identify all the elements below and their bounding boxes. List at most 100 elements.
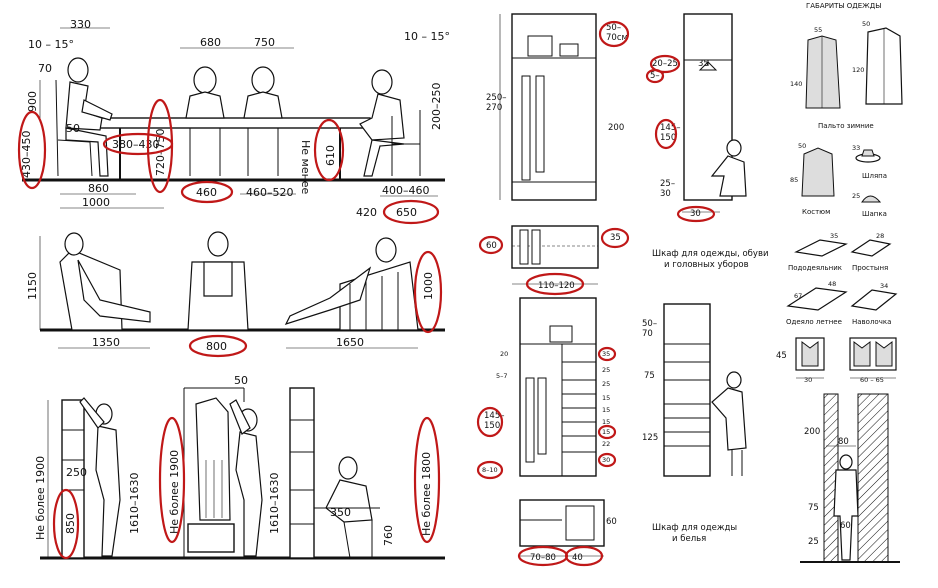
c-dim-20: 20 [500, 350, 508, 358]
label-suit: Костюм [802, 208, 830, 216]
armchair-section: 1150 1350 800 1650 1000 [26, 231, 445, 358]
label-not-less: Не менее [299, 140, 312, 195]
w-dim-50-70-a: 50– [606, 23, 621, 33]
highlight-max-1800 [413, 416, 441, 544]
dim-200-250: 200–250 [430, 83, 443, 131]
dim-750: 750 [254, 36, 275, 49]
w-highlight-145-150 [654, 118, 678, 150]
dim-1350: 1350 [92, 336, 120, 349]
g-dim-33: 33 [852, 144, 860, 152]
folded-shirt-double [849, 337, 897, 371]
seated-person-center-2 [243, 66, 283, 176]
wardrobe-shoes-title-2: и головных уборов [664, 260, 749, 270]
c-dim-40: 40 [572, 553, 583, 563]
c-dim-145-150-b: 150 [484, 421, 500, 431]
label-pillowcase: Наволочка [852, 318, 891, 326]
c-highlight-30 [597, 452, 617, 468]
bookcase-desk [289, 387, 380, 559]
wardrobe-linen-title: Шкаф для одежды [652, 523, 737, 533]
c-highlight-145-150 [476, 406, 504, 438]
armchair-person-center [187, 231, 249, 331]
storage-section: Не более 1900 250 850 1610–1630 Не более… [34, 374, 445, 560]
dining-table-section: 330 10 – 15° 70 900 50 430–450 380–430 7… [17, 18, 450, 225]
c-dim-5-7: 5–7 [496, 372, 508, 380]
suit [801, 147, 835, 197]
g-dim-45: 45 [776, 351, 787, 361]
c-dim-70-80: 70–80 [530, 553, 556, 563]
dim-380-430: 380–430 [112, 138, 160, 151]
dim-460-520: 460–520 [246, 186, 294, 199]
dim-430-450: 430–450 [20, 131, 33, 179]
seated-person-center-1 [185, 66, 225, 176]
dim-610: 610 [324, 145, 337, 166]
label-summer-blanket: Одеяло летнее [786, 318, 842, 326]
c-dim-15c: 15 [602, 418, 610, 426]
c-highlight-8-10 [476, 460, 504, 480]
c-dim-145-150-a: 145– [484, 411, 504, 421]
dim-1150: 1150 [26, 272, 39, 300]
w-dim-20-25: 20–25 [652, 59, 678, 69]
c-dim-15a: 15 [602, 394, 610, 402]
g-dim-25: 25 [852, 192, 860, 200]
label-winter-coat: Пальто зимние [818, 122, 874, 130]
n-dim-200: 200 [804, 427, 820, 437]
winter-coat-side [865, 27, 903, 105]
highlight-610 [313, 118, 345, 182]
c-dim-15d: 15 [602, 428, 610, 436]
highlight-800 [188, 334, 248, 358]
clothing-dimensions-section: ГАБАРИТЫ ОДЕЖДЫ 55 50 140 120 Пальто зим… [776, 2, 903, 563]
dim-tilt-right: 10 – 15° [404, 30, 450, 43]
g-dim-60-65: 60 – 65 [860, 376, 884, 384]
w-highlight-35-plan [600, 227, 630, 249]
g-dim-140: 140 [790, 80, 802, 88]
w-dim-30: 30 [690, 209, 701, 219]
wardrobe-shoes-title: Шкаф для одежды, обуви [652, 249, 769, 259]
dim-860: 860 [88, 182, 109, 195]
w-dim-145-150-b: 150 [660, 133, 676, 143]
n-dim-80: 80 [838, 437, 849, 447]
g-dim-34: 34 [880, 282, 888, 290]
dim-420: 420 [356, 206, 377, 219]
dim-1610-1630-right: 1610–1630 [268, 473, 281, 535]
c-dim-35: 35 [602, 350, 610, 358]
g-dim-55: 55 [814, 26, 822, 34]
wardrobe-dress [183, 387, 263, 558]
dim-1610-1630-left: 1610–1630 [128, 473, 141, 535]
dim-50: 50 [66, 122, 80, 135]
highlight-430-450 [17, 110, 47, 190]
seated-person-left [55, 57, 113, 177]
w-dim-250-270-a: 250– [486, 93, 506, 103]
folded-blanket [786, 287, 848, 311]
w-highlight-110-120 [525, 272, 585, 296]
highlight-1000 [413, 250, 443, 334]
c-highlight-15 [597, 424, 617, 440]
wardrobe-linen-section: 20 5–7 145– 150 8–10 35 25 25 15 15 15 1… [476, 297, 747, 567]
hat [855, 149, 881, 163]
dim-70: 70 [38, 62, 52, 75]
label-cap: Шапка [862, 210, 887, 218]
dim-1000-armchair: 1000 [422, 272, 435, 300]
dim-460: 460 [196, 186, 217, 199]
c-dim-15b: 15 [602, 406, 610, 414]
dim-1000: 1000 [82, 196, 110, 209]
label-sheet: Простыня [852, 264, 888, 272]
highlight-720-750 [146, 98, 174, 194]
folded-pillowcase [850, 289, 898, 311]
clothing-title: ГАБАРИТЫ ОДЕЖДЫ [806, 2, 881, 10]
highlight-650 [382, 199, 440, 225]
c-dim-60: 60 [606, 517, 617, 527]
n-dim-25: 25 [808, 537, 819, 547]
w-dim-25-30-a: 25– [660, 179, 675, 189]
dim-900: 900 [26, 91, 39, 112]
w-highlight-50-70 [598, 20, 630, 48]
dim-250: 250 [66, 466, 87, 479]
w-dim-110-120: 110–120 [538, 281, 575, 291]
w-highlight-5-7 [645, 68, 665, 84]
dim-max-1900-left: Не более 1900 [34, 456, 47, 540]
c-dim-50-70-a: 50– [642, 319, 657, 329]
wardrobe-linen-title-2: и белья [672, 534, 706, 544]
dim-850: 850 [64, 513, 77, 534]
g-dim-50: 50 [862, 20, 870, 28]
c-dim-8-10: 8–10 [482, 466, 498, 474]
